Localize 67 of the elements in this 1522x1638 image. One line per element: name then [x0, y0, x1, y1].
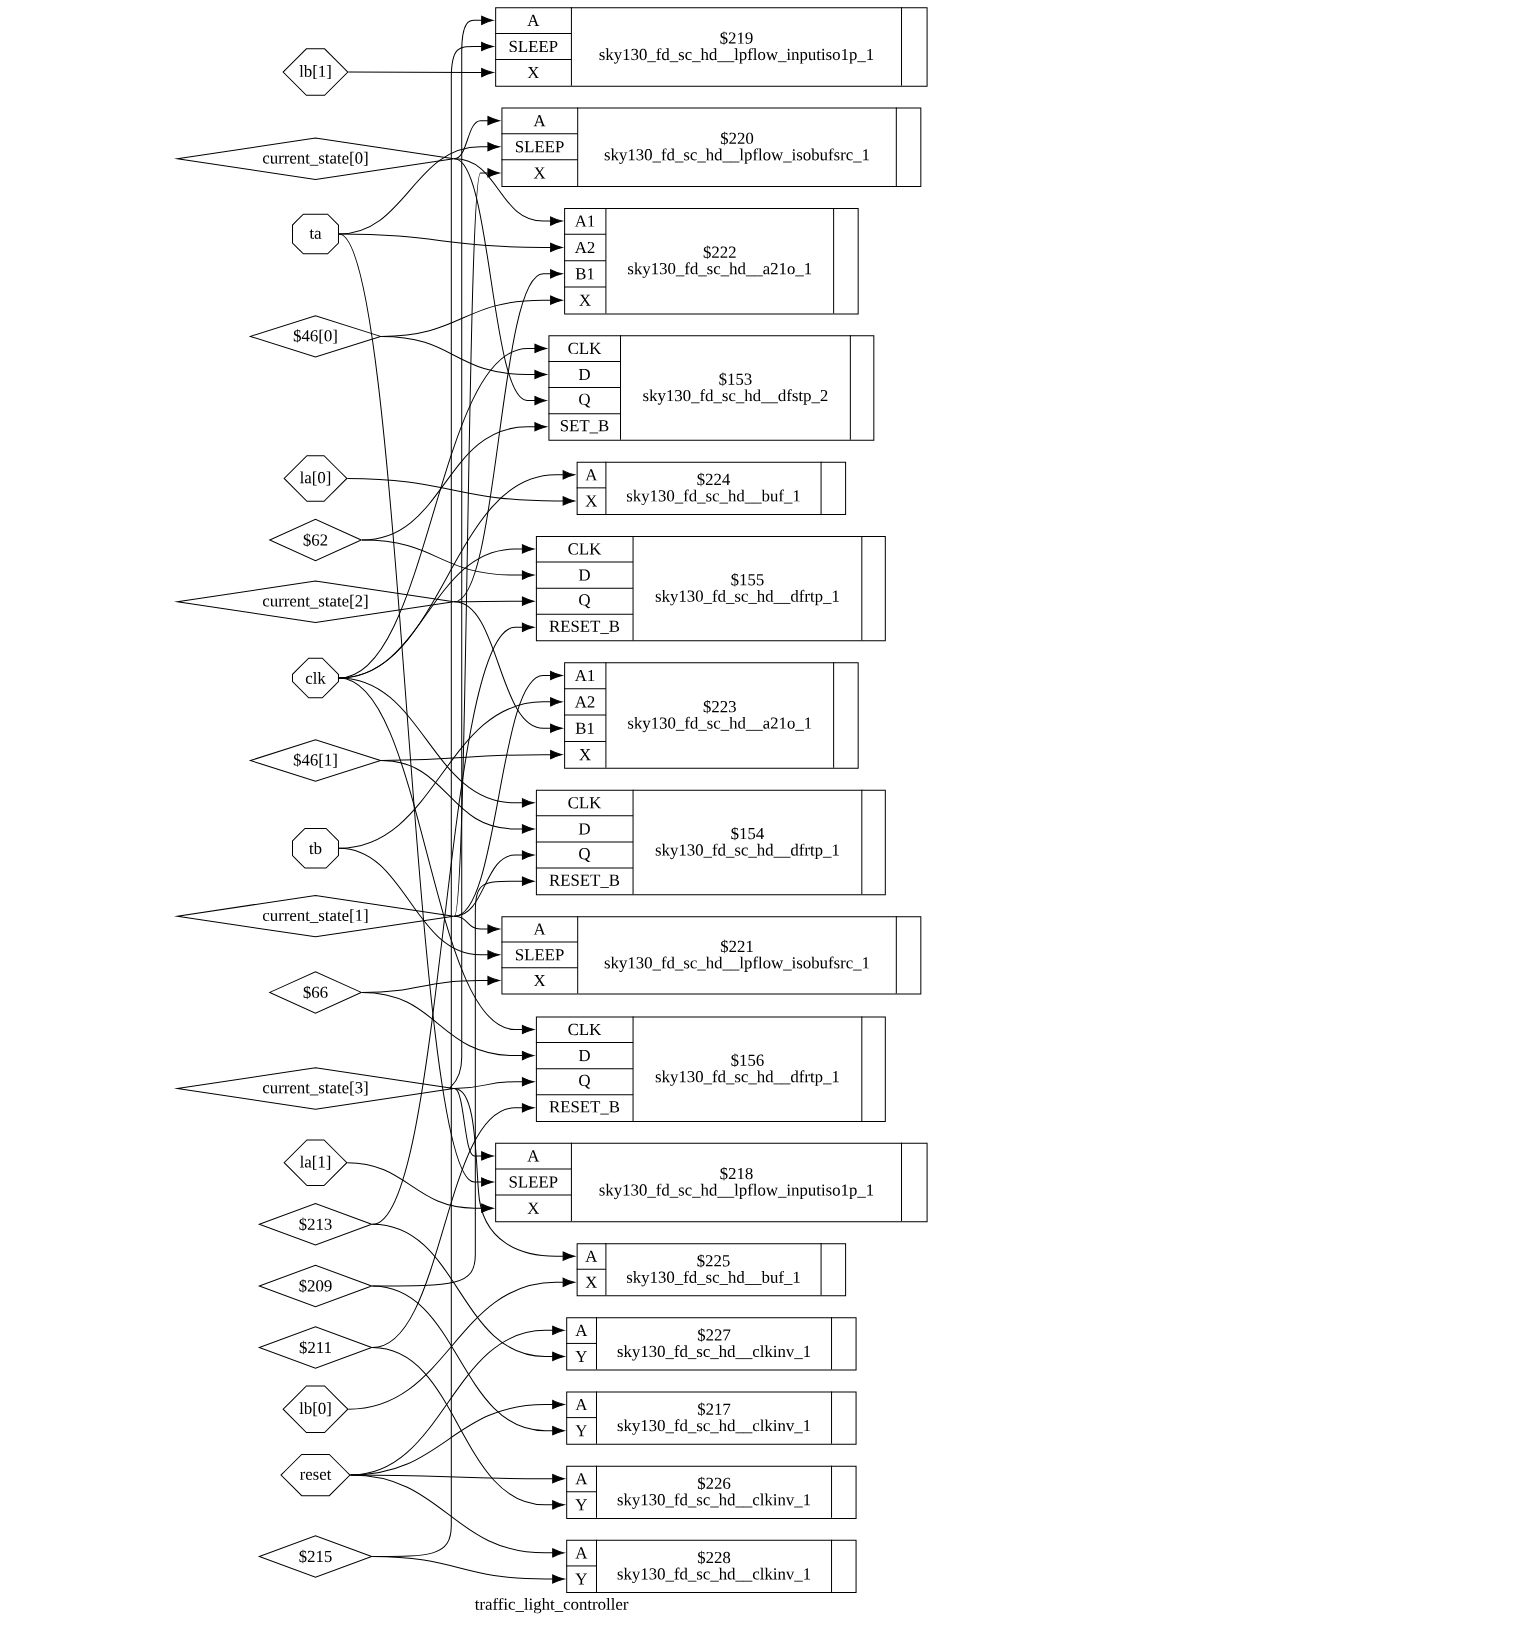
diamond-net: current_state[2]	[176, 580, 455, 623]
cell-box: CLK D Q RESET_B $156 sky130_fd_sc_hd__dfrtp_1	[535, 1015, 886, 1122]
diamond-net: $209	[258, 1264, 373, 1308]
cell-box: A SLEEP X $221 sky130_fd_sc_hd__lpflow_isobufsrc_1	[500, 915, 922, 995]
wire-arrow	[380, 335, 547, 380]
wire-arrow	[453, 601, 563, 733]
wire-arrow	[453, 158, 563, 226]
cell-box: A Y $217 sky130_fd_sc_hd__clkinv_1	[565, 1390, 857, 1445]
cell-box: A1 A2 B1 X $222 sky130_fd_sc_hd__a21o_1	[563, 207, 859, 315]
wire-arrow	[371, 1223, 565, 1362]
diamond-net: $215	[258, 1535, 373, 1578]
diamond-net: $211	[258, 1326, 373, 1369]
wire-arrow	[371, 41, 494, 1558]
wire-arrow	[347, 67, 494, 78]
cell-box: A SLEEP X $220 sky130_fd_sc_hd__lpflow_isobufsrc_1	[500, 107, 922, 187]
wire-arrow	[371, 1347, 565, 1510]
diamond-net: $46[1]	[249, 739, 382, 782]
diamond-net: current_state[0]	[176, 137, 455, 180]
wire-arrow	[453, 168, 500, 917]
diamond-net: $66	[269, 971, 362, 1014]
wire-arrow	[338, 233, 563, 253]
cell-box: CLK D Q RESET_B $155 sky130_fd_sc_hd__dfrtp_1	[535, 535, 886, 642]
cell-box: CLK D Q RESET_B $154 sky130_fd_sc_hd__dfrtp_1	[535, 789, 886, 896]
octagon-port: reset	[280, 1453, 351, 1497]
cell-box: A1 A2 B1 X $223 sky130_fd_sc_hd__a21o_1	[563, 661, 859, 769]
diamond-net: current_state[1]	[176, 894, 455, 938]
diamond-net: $213	[258, 1203, 373, 1246]
octagon-port: la[1]	[283, 1139, 348, 1186]
wire-arrow	[338, 233, 494, 1187]
wire-arrow	[380, 760, 535, 834]
octagon-port: la[0]	[283, 455, 348, 502]
wire-arrow	[338, 847, 500, 960]
cell-box: A Y $227 sky130_fd_sc_hd__clkinv_1	[565, 1316, 857, 1371]
cell-box: A SLEEP X $219 sky130_fd_sc_hd__lpflow_inputiso1p_1	[494, 6, 928, 87]
wire-arrow	[453, 1088, 494, 1161]
wire-arrow	[449, 15, 494, 1089]
cell-box: A Y $228 sky130_fd_sc_hd__clkinv_1	[565, 1539, 857, 1594]
octagon-port: ta	[292, 213, 339, 255]
octagon-port: clk	[292, 657, 339, 699]
wire-arrow	[361, 539, 535, 580]
diamond-net: $46[0]	[249, 315, 382, 358]
cell-box: A X $224 sky130_fd_sc_hd__buf_1	[576, 461, 847, 515]
cell-box: A X $225 sky130_fd_sc_hd__buf_1	[576, 1242, 847, 1297]
wire-arrow	[371, 622, 535, 1225]
wire-arrow	[453, 158, 547, 406]
wire-arrow	[349, 1474, 565, 1558]
wire-arrow	[453, 1088, 575, 1261]
cell-box: A SLEEP X $218 sky130_fd_sc_hd__lpflow_inputiso1p_1	[494, 1142, 928, 1223]
wire-arrow	[361, 991, 535, 1061]
octagon-port: lb[0]	[282, 1385, 349, 1433]
wire-arrow	[371, 1285, 565, 1436]
cell-box: A Y $226 sky130_fd_sc_hd__clkinv_1	[565, 1465, 857, 1519]
octagon-port: lb[1]	[282, 48, 349, 96]
wire-arrow	[346, 1162, 494, 1213]
wire-arrow	[453, 269, 563, 603]
wire-arrow	[338, 677, 535, 808]
diamond-net: $62	[269, 518, 362, 562]
wire-arrow	[338, 697, 563, 849]
wire-arrow	[346, 477, 575, 506]
wire-arrow	[347, 1277, 575, 1410]
octagon-port: tb	[292, 827, 339, 869]
wire-arrow	[338, 677, 535, 1035]
wire-arrow	[453, 850, 535, 917]
wire-arrow	[453, 915, 500, 934]
caption: traffic_light_controller	[474, 1597, 629, 1614]
diamond-net: current_state[3]	[176, 1067, 455, 1110]
cell-box: CLK D Q SET_B $153 sky130_fd_sc_hd__dfstp_2	[547, 334, 875, 441]
